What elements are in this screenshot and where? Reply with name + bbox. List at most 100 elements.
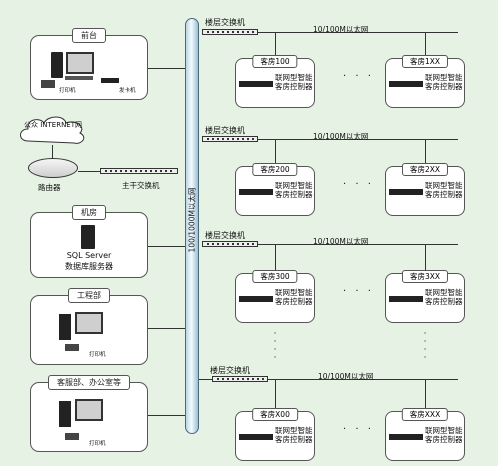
switch-port (222, 378, 224, 380)
keyboard-icon (65, 76, 93, 80)
ethernet-label: 10/100M以太网 (313, 132, 369, 141)
ethernet-line (258, 32, 458, 33)
switch-port (115, 170, 117, 172)
switch-port (242, 138, 244, 140)
switch-port (222, 243, 224, 245)
room-drop (275, 139, 276, 166)
monitor-icon (75, 399, 103, 421)
floor-switch-label: 楼层交换机 (205, 126, 245, 135)
controller-line2: 客房控制器 (275, 435, 313, 444)
pc-tower-icon (59, 314, 71, 340)
vertical-ellipsis: ···· (423, 329, 427, 363)
floor-switch-icon (212, 376, 268, 382)
switch-port (212, 243, 214, 245)
room-box: 客房3XX 联网型智能客房控制器 (385, 270, 465, 323)
printer-icon (65, 344, 79, 351)
switch-port (252, 243, 254, 245)
ethernet-line (268, 379, 458, 380)
controller-line1: 联网型智能 (275, 181, 313, 190)
controller-device-icon (389, 189, 423, 195)
router-label: 路由器 (38, 183, 61, 192)
switch-port (217, 378, 219, 380)
engineering-link (148, 328, 185, 329)
switch-port (155, 170, 157, 172)
internet-label: 公众 INTERNET网 (23, 121, 83, 129)
switch-port (150, 170, 152, 172)
monitor-icon (66, 52, 94, 74)
floor-switch-icon (202, 29, 258, 35)
printer-label: 打印机 (59, 88, 76, 94)
room-box: 客房200 联网型智能客房控制器 (235, 163, 315, 216)
switch-port (212, 31, 214, 33)
switch-port (247, 378, 249, 380)
switch-port (207, 31, 209, 33)
switch-port (227, 243, 229, 245)
controller-device-icon (389, 434, 423, 440)
switch-port (247, 243, 249, 245)
controller-line1: 联网型智能 (275, 426, 313, 435)
room-box: 客房100 联网型智能客房控制器 (235, 55, 315, 108)
room-label: 客房1XX (401, 55, 449, 68)
ethernet-label: 10/100M以太网 (318, 372, 374, 381)
room-label: 客房3XX (401, 270, 449, 283)
ellipsis: · · · (343, 71, 374, 82)
switch-port (222, 31, 224, 33)
controller-device-icon (389, 296, 423, 302)
room-label: 客房X00 (252, 408, 298, 421)
switch-port (125, 170, 127, 172)
service-link (148, 415, 185, 416)
main-switch-icon (100, 168, 178, 174)
front-desk-box: 前台 打印机 发卡机 (30, 28, 148, 100)
server-line2: 数据库服务器 (65, 262, 113, 271)
controller-device-icon (239, 434, 273, 440)
switch-port (145, 170, 147, 172)
room-drop (275, 32, 276, 58)
controller-line2: 客房控制器 (275, 297, 313, 306)
floor-switch-icon (202, 241, 258, 247)
switch-port (165, 170, 167, 172)
switch-port (227, 378, 229, 380)
room-drop (425, 32, 426, 58)
ethernet-label: 10/100M以太网 (313, 237, 369, 246)
ellipsis: · · · (343, 286, 374, 297)
room-box: 客房X00 联网型智能客房控制器 (235, 408, 315, 461)
room-label: 客房2XX (401, 163, 449, 176)
switch-port (247, 31, 249, 33)
ethernet-line (258, 139, 458, 140)
switch-port (160, 170, 162, 172)
switch-port (217, 243, 219, 245)
printer-icon (41, 80, 55, 88)
switch-port (237, 31, 239, 33)
printer-icon (65, 433, 79, 440)
controller-device-icon (239, 189, 273, 195)
server-icon (81, 225, 95, 249)
backbone-label: 100/1000M以太网 (187, 187, 197, 253)
ethernet-line (258, 244, 458, 245)
room-box: 客房XXX 联网型智能客房控制器 (385, 408, 465, 461)
room-box: 客房2XX 联网型智能客房控制器 (385, 163, 465, 216)
switch-port (120, 170, 122, 172)
room-box: 客房300 联网型智能客房控制器 (235, 270, 315, 323)
internet-to-router-link (52, 145, 53, 158)
switch-port (227, 31, 229, 33)
switch-port (232, 378, 234, 380)
vertical-ellipsis: ···· (273, 329, 277, 363)
room-label: 客房300 (252, 270, 298, 283)
switch-port (252, 31, 254, 33)
controller-line1: 联网型智能 (425, 181, 463, 190)
switch-port (110, 170, 112, 172)
switch-port (242, 31, 244, 33)
ethernet-label: 10/100M以太网 (313, 25, 369, 34)
engineering-box: 工程部 打印机 (30, 288, 148, 365)
room-label: 客房100 (252, 55, 298, 68)
controller-line1: 联网型智能 (275, 288, 313, 297)
room-drop (425, 379, 426, 411)
server-line1: SQL Server (66, 251, 112, 260)
room-box: 客房1XX 联网型智能客房控制器 (385, 55, 465, 108)
router-icon (28, 158, 78, 178)
room-drop (275, 244, 276, 273)
switch-port (242, 243, 244, 245)
switch-port (232, 243, 234, 245)
switch-port (212, 138, 214, 140)
server-room-link (148, 246, 185, 247)
